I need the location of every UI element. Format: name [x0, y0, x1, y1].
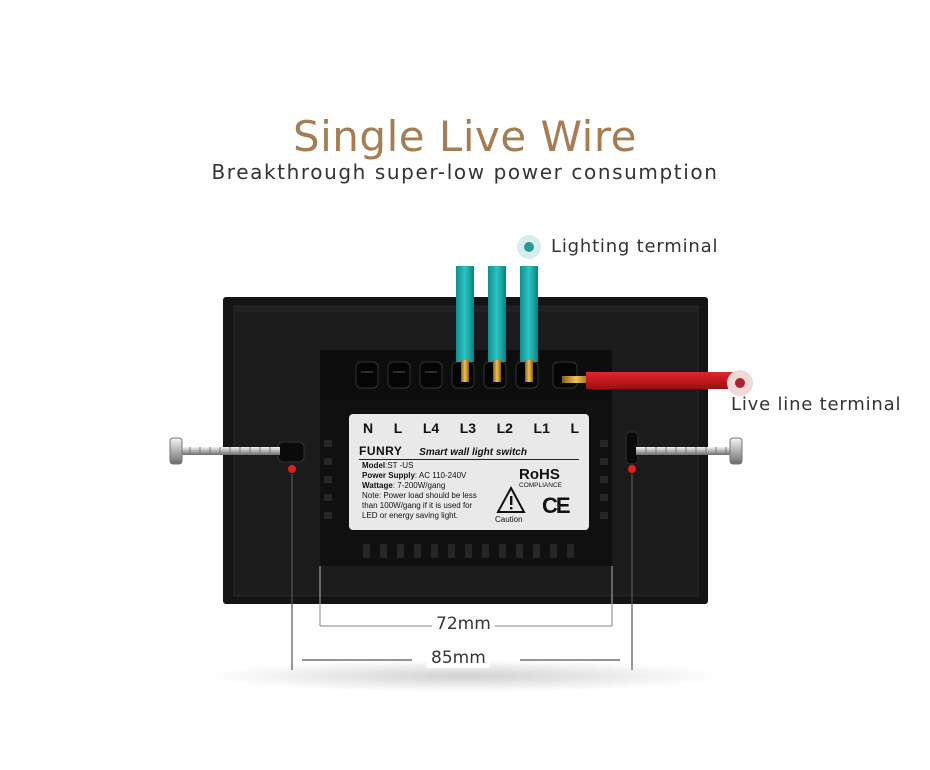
- page-subtitle: Breakthrough super-low power consumption: [211, 160, 719, 184]
- live-wire: [562, 372, 736, 389]
- side-vents: [324, 440, 608, 519]
- left-screw: [169, 437, 280, 465]
- lighting-wires: [456, 266, 538, 382]
- caution-text: Caution: [495, 515, 523, 524]
- brand-row: FUNRY Smart wall light switch: [359, 444, 579, 460]
- terminal-mark: L: [393, 420, 403, 436]
- terminal-mark: L1: [533, 420, 550, 436]
- right-screw: [636, 437, 743, 465]
- spec-note: Note: Power load should be less: [362, 491, 477, 500]
- rohs-compliance: COMPLIANCE: [519, 482, 562, 489]
- mount-slot-left: [277, 441, 305, 463]
- product-name: Smart wall light switch: [419, 447, 527, 458]
- ce-mark: CE: [542, 493, 571, 518]
- spec-model: Model:ST -US: [362, 461, 414, 470]
- terminal-mark: L3: [459, 420, 477, 436]
- terminal-mark: L: [570, 420, 579, 436]
- spec-wattage: Wattage: 7-200W/gang: [362, 481, 446, 490]
- terminal-mark: N: [363, 420, 374, 436]
- floor-shadow: [205, 660, 725, 692]
- terminal-markings: N L L4 L3 L2 L1 L: [363, 420, 579, 436]
- dimension-85mm-label: 85mm: [427, 648, 490, 668]
- lighting-terminal-label: Lighting terminal: [551, 236, 719, 257]
- terminal-mark: L2: [496, 420, 513, 436]
- page-title: Single Live Wire: [292, 112, 638, 161]
- live-line-terminal-label: Live line terminal: [731, 394, 902, 415]
- mount-marker-right: [628, 465, 636, 473]
- terminal-mark: L4: [422, 420, 440, 436]
- spec-power: Power Supply: AC 110-240V: [362, 471, 467, 480]
- product-label: N L L4 L3 L2 L1 L FUNRY Smart wall light…: [349, 414, 589, 530]
- warning-icon: [496, 486, 526, 513]
- spec-note: than 100W/gang if it is used for: [362, 501, 473, 510]
- dimension-85mm: [291, 474, 633, 670]
- rohs-mark: RoHS: [519, 466, 560, 483]
- bottom-vents: [363, 544, 574, 558]
- brand-logo: FUNRY: [359, 444, 403, 458]
- dimension-72mm-label: 72mm: [432, 614, 495, 634]
- mount-marker-left: [288, 465, 296, 473]
- spec-note: LED or energy saving light.: [362, 511, 459, 520]
